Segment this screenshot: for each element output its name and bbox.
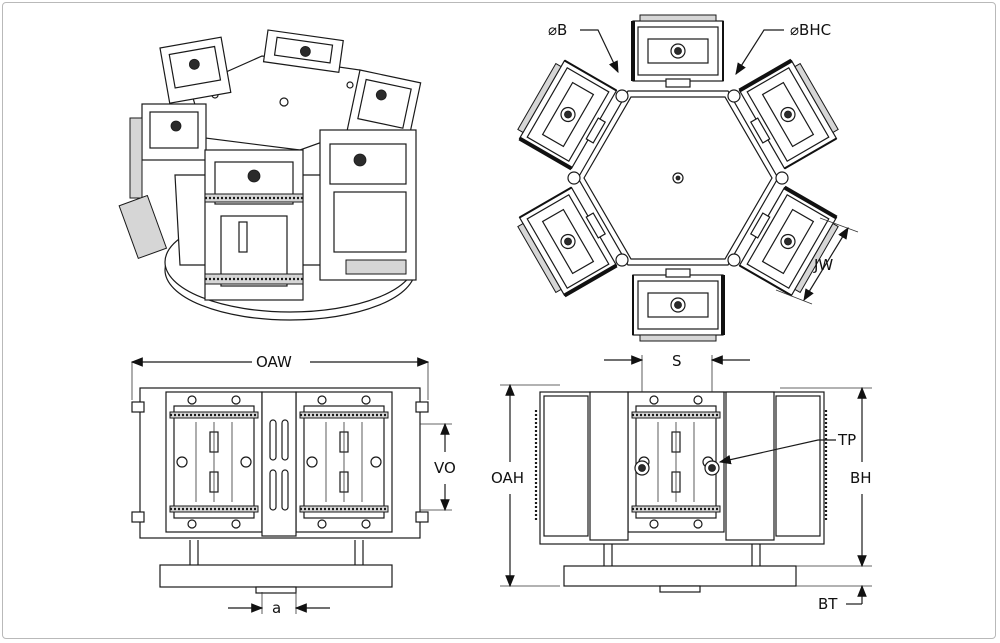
label-diameter-bhc: ⌀BHC <box>790 21 831 39</box>
label-oaw: OAW <box>256 353 292 371</box>
label-bt: BT <box>818 595 838 613</box>
top-view <box>512 13 859 343</box>
label-tp: TP <box>837 431 856 449</box>
label-bh: BH <box>850 469 872 487</box>
label-diameter-b: ⌀B <box>548 21 567 39</box>
isometric-view <box>118 29 422 401</box>
label-s: S <box>672 352 682 370</box>
side-elevation <box>500 355 872 605</box>
front-elevation <box>130 357 452 614</box>
label-vo: VO <box>434 459 456 477</box>
label-a: a <box>272 599 281 617</box>
label-oah: OAH <box>491 469 524 487</box>
label-jw: JW <box>813 256 833 274</box>
